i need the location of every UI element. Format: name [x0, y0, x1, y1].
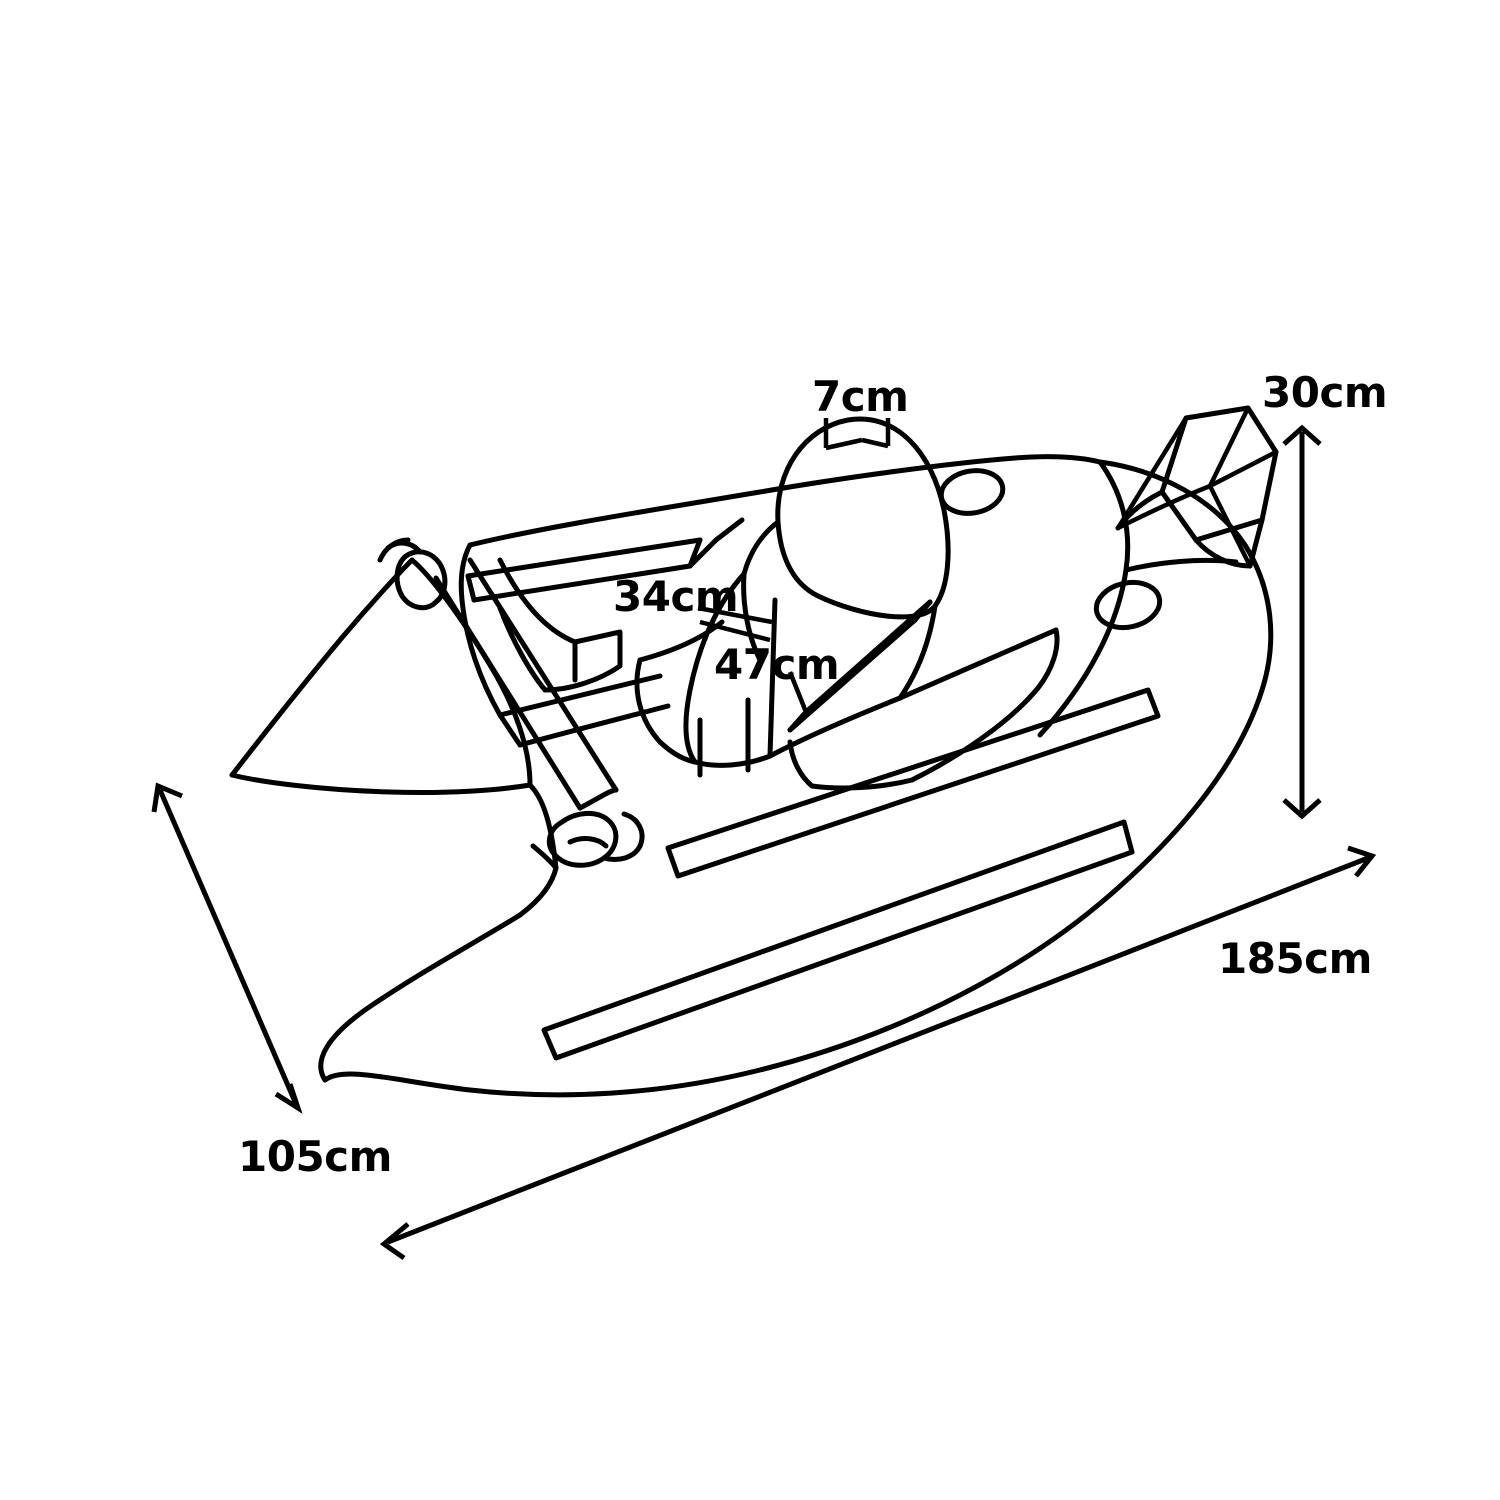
dimension-label-overall-length: 185cm	[1218, 934, 1372, 983]
dimension-label-overall-height: 30cm	[1262, 368, 1388, 417]
deck-fittings	[938, 468, 1163, 631]
transom-frame	[1115, 405, 1279, 569]
hull-strakes	[541, 687, 1161, 1061]
dimension-line-105cm	[151, 782, 303, 1114]
dimension-line-30cm	[1282, 424, 1322, 820]
dimension-label-seat-thickness: 7cm	[812, 372, 909, 421]
dimension-label-seat-width: 34cm	[613, 572, 739, 621]
seat-base	[634, 571, 903, 768]
stern-tube	[1123, 557, 1239, 573]
leader-7cm	[823, 418, 891, 451]
deck-inner-contour	[787, 627, 1060, 791]
oar-bar	[377, 537, 645, 868]
leader-47cm	[787, 671, 809, 713]
dimension-line-185cm	[379, 845, 1377, 1261]
dimension-label-overall-width: 105cm	[238, 1132, 392, 1181]
deck-outline	[458, 454, 1131, 738]
dimension-label-seat-depth: 47cm	[714, 640, 840, 689]
leader-34cm	[697, 605, 773, 643]
